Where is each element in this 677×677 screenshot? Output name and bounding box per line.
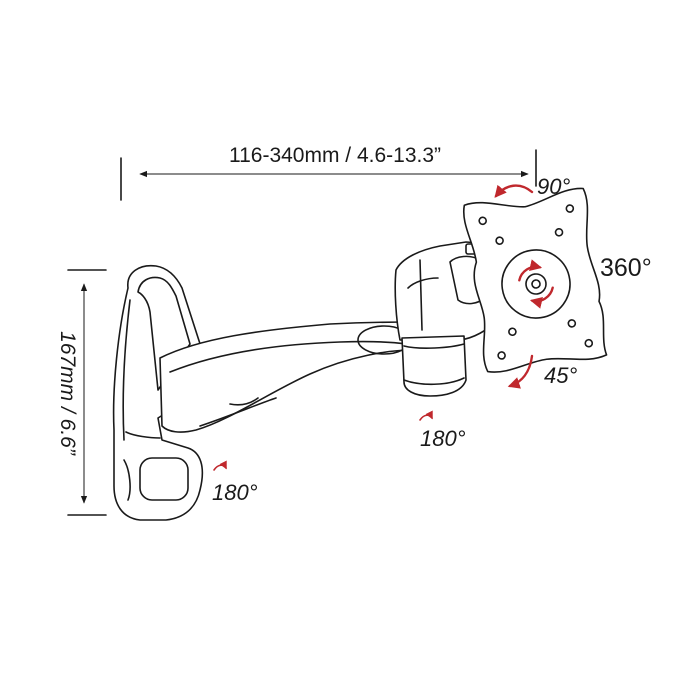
extension-arm (159, 321, 413, 433)
tilt-down-label: 45° (544, 363, 577, 388)
wall-plate (112, 264, 204, 521)
wall-plate-cutout (137, 276, 191, 391)
extension-dimension: 116-340mm / 4.6-13.3” (120, 144, 537, 201)
height-dimension-label: 167mm / 6.6” (56, 331, 79, 456)
tilt-down-indicator: 45° (507, 354, 577, 389)
height-dimension: 167mm / 6.6” (56, 269, 107, 516)
wall-swivel-arrow-icon (213, 460, 227, 471)
tilt-up-label: 90° (537, 174, 570, 199)
vesa-plate (462, 187, 608, 373)
vesa-center-hub (525, 273, 547, 295)
wall-plate-lower-slot (139, 457, 189, 501)
tilt-up-indicator: 90° (494, 174, 570, 199)
vesa-mount-holes (478, 204, 594, 360)
tilt-up-arrow-icon (494, 184, 534, 198)
head-lower-collar (401, 335, 467, 397)
tilt-down-arrow-icon (507, 354, 534, 389)
extension-dimension-label: 116-340mm / 4.6-13.3” (229, 144, 441, 167)
arm-swivel-arrow-icon (419, 410, 433, 421)
wall-joint-swivel-indicator: 180° (212, 460, 258, 505)
rotate-arrow-icon (518, 259, 543, 282)
rotate-label: 360° (600, 254, 652, 282)
arm-joint-swivel-indicator: 180° (419, 410, 466, 451)
vesa-center-disc (501, 249, 571, 319)
arm-swivel-label: 180° (420, 426, 466, 451)
wall-swivel-label: 180° (212, 480, 258, 505)
